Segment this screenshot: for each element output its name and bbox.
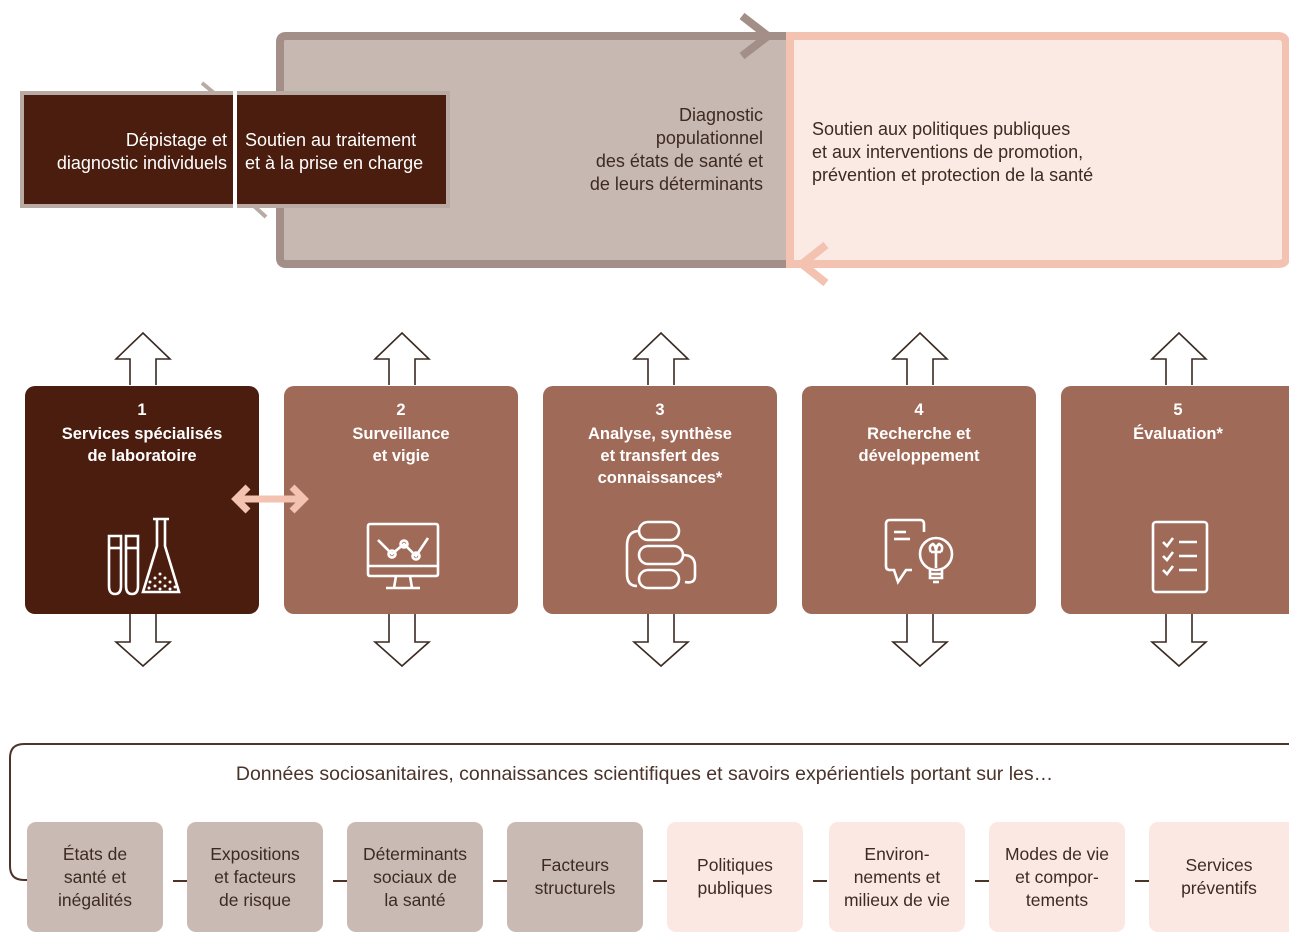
service-number: 4 xyxy=(914,401,924,419)
treatment-support-text: Soutien au traitement et à la prise en c… xyxy=(245,130,424,173)
double-arrow-icon xyxy=(231,484,309,514)
up-arrow-5 xyxy=(1150,331,1208,385)
service-box-5: 5 Évaluation* xyxy=(1061,386,1289,614)
connector-dash xyxy=(173,880,187,882)
service-number: 2 xyxy=(396,401,406,419)
service-box-4: 4 Recherche et développement xyxy=(802,386,1036,614)
bottom-caption: Données sociosanitaires, connaissances s… xyxy=(235,763,1054,785)
service-title: Recherche et développement xyxy=(858,425,980,465)
up-arrow-3 xyxy=(632,331,690,385)
service-box-1: 1 Services spécialisés de laboratoire xyxy=(25,386,259,614)
data-item-3: Déterminants sociaux de la santé xyxy=(347,822,483,932)
treatment-support-panel xyxy=(237,91,450,208)
down-arrow-3 xyxy=(631,614,691,668)
connector-dash xyxy=(813,880,827,882)
individual-diagnosis-text: Dépistage et diagnostic individuels xyxy=(56,130,227,173)
service-number: 3 xyxy=(655,401,665,419)
policy-support-text: Soutien aux politiques publiques et aux … xyxy=(812,119,1094,185)
down-arrow-4 xyxy=(890,614,950,668)
service-title: Évaluation* xyxy=(1133,425,1223,443)
checklist-icon xyxy=(1151,520,1209,594)
connector-dash xyxy=(1135,880,1149,882)
service-title: Surveillance et vigie xyxy=(352,425,450,465)
data-item-2: Expositions et facteurs de risque xyxy=(187,822,323,932)
service-title: Analyse, synthèse et transfert des conna… xyxy=(588,425,732,487)
down-arrow-1 xyxy=(113,614,173,668)
data-item-8: Services préventifs xyxy=(1149,822,1289,932)
service-box-3: 3 Analyse, synthèse et transfert des con… xyxy=(543,386,777,614)
connector-dash xyxy=(975,880,989,882)
policy-panel xyxy=(786,32,1289,268)
lab-tubes-flask-icon xyxy=(107,517,181,596)
population-diagnosis-text: Diagnostic populationnel des états de sa… xyxy=(589,105,763,194)
knowledge-stack-icon xyxy=(625,520,697,590)
up-arrow-4 xyxy=(891,331,949,385)
monitor-chart-icon xyxy=(366,522,440,590)
panel-divider xyxy=(233,91,237,208)
up-arrow-2 xyxy=(373,331,431,385)
down-arrow-5 xyxy=(1149,614,1209,668)
data-item-7: Modes de vie et compor- tements xyxy=(989,822,1125,932)
forward-arrow-icon xyxy=(739,12,775,60)
service-number: 5 xyxy=(1173,401,1183,419)
data-item-1: États de santé et inégalités xyxy=(27,822,163,932)
down-arrow-2 xyxy=(372,614,432,668)
link-arrow xyxy=(231,484,309,514)
idea-bulb-icon xyxy=(884,518,954,585)
data-item-6: Environ- nements et milieux de vie xyxy=(829,822,965,932)
connector-dash xyxy=(333,880,347,882)
connector-dash xyxy=(653,880,667,882)
individual-diagnosis-panel xyxy=(20,91,235,208)
service-box-2: 2 Surveillance et vigie xyxy=(284,386,518,614)
data-item-4: Facteurs structurels xyxy=(507,822,643,932)
return-arrow-icon xyxy=(795,241,829,287)
service-title: Services spécialisés de laboratoire xyxy=(61,425,223,465)
up-arrow-1 xyxy=(114,331,172,385)
vertical-arrows xyxy=(113,331,1209,668)
data-item-5: Politiques publiques xyxy=(667,822,803,932)
service-number: 1 xyxy=(137,401,147,419)
connector-dash xyxy=(493,880,507,882)
